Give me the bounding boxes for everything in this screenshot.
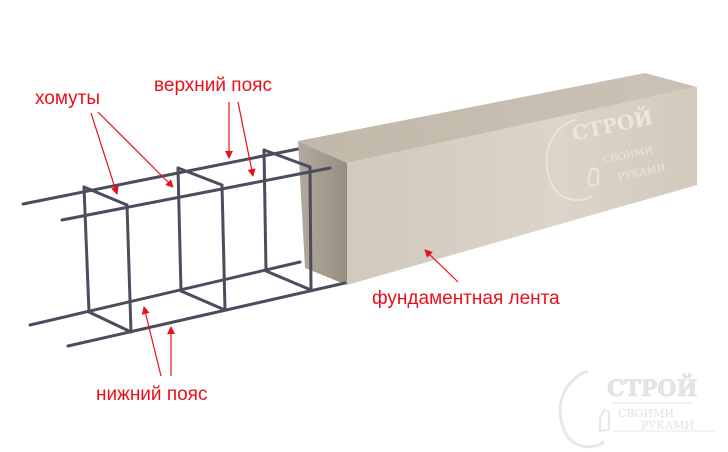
arrow-stirrup-2 bbox=[97, 111, 174, 188]
arrow-foundation-strip bbox=[424, 249, 459, 283]
annotation-arrows bbox=[90, 101, 459, 377]
block-side-face bbox=[298, 141, 347, 285]
block-watermark-logo bbox=[545, 119, 599, 201]
corner-watermark-line1: СВОИМИ bbox=[618, 407, 674, 420]
label-bottom-belt: нижний пояс bbox=[96, 384, 208, 405]
arrow-stirrup-1 bbox=[90, 112, 119, 195]
concrete-foundation-strip: СТРОЙ СВОИМИ РУКАМИ bbox=[298, 73, 697, 285]
label-stirrups: хомуты bbox=[35, 88, 100, 109]
corner-watermark-title: СТРОЙ bbox=[607, 373, 697, 402]
block-top-face bbox=[298, 73, 697, 163]
corner-watermark-logo: СТРОЙ СВОИМИ РУКАМИ bbox=[558, 369, 715, 449]
arrow-top-belt-2 bbox=[237, 101, 256, 177]
rebar-cage-front bbox=[60, 148, 347, 348]
rebar-cage-back bbox=[21, 147, 302, 327]
label-foundation-strip: фундаментная лента bbox=[372, 288, 560, 309]
corner-watermark-line2: РУКАМИ bbox=[641, 419, 694, 432]
arrow-bottom-belt-1 bbox=[141, 306, 162, 377]
label-top-belt: верхний пояс bbox=[154, 75, 272, 96]
block-front-face bbox=[347, 87, 697, 285]
